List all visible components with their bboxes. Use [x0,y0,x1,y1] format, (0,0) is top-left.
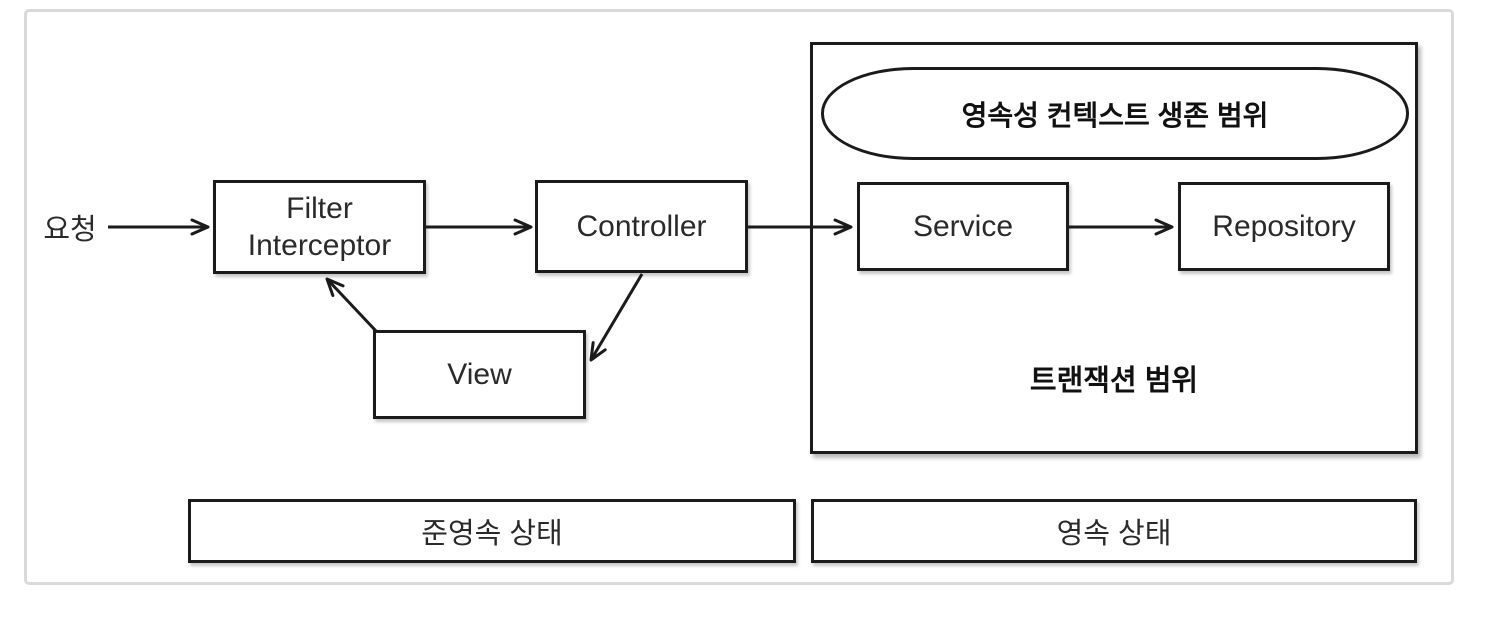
persistent-state-bar: 영속 상태 [811,499,1417,563]
persistence-context-scope-shape: 영속성 컨텍스트 생존 범위 [821,67,1409,160]
persistence-context-scope-label: 영속성 컨텍스트 생존 범위 [961,99,1269,131]
node-view: View [373,330,586,419]
request-label: 요청 [43,214,97,246]
node-service: Service [857,182,1069,271]
detached-state-bar: 준영속 상태 [188,499,796,563]
transaction-scope-label: 트랜잭션 범위 [1029,365,1199,397]
node-repository: Repository [1178,182,1390,271]
node-filter-interceptor: Filter Interceptor [213,180,426,274]
node-controller: Controller [535,180,748,273]
